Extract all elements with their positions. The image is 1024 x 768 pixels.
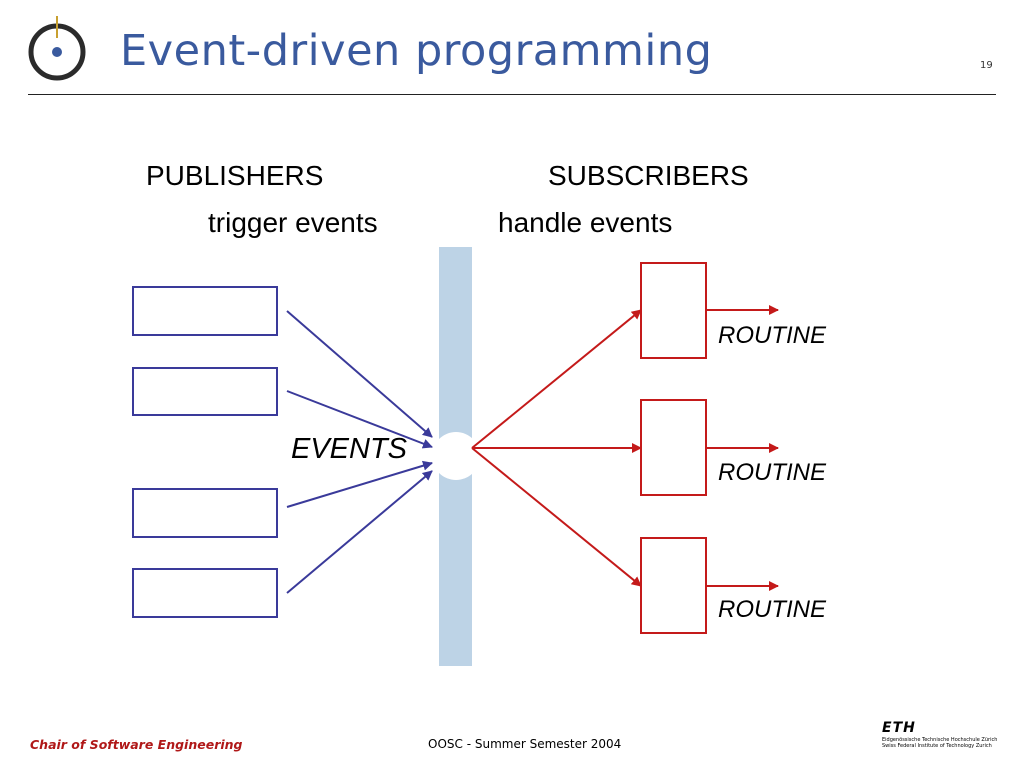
publisher-box bbox=[132, 488, 278, 538]
routine-label: ROUTINE bbox=[718, 459, 826, 486]
chair-logo bbox=[28, 16, 86, 81]
page-number: 19 bbox=[980, 60, 993, 71]
publisher-box bbox=[132, 367, 278, 416]
publisher-box bbox=[132, 568, 278, 618]
routine-label: ROUTINE bbox=[718, 596, 826, 623]
eth-logo-caption: Eidgenössische Technische Hochschule Zür… bbox=[882, 737, 1002, 749]
eth-caption-line: Swiss Federal Institute of Technology Zu… bbox=[882, 743, 992, 749]
publisher-arrow bbox=[286, 390, 433, 449]
publisher-box bbox=[132, 286, 278, 336]
publisher-arrow bbox=[286, 470, 433, 594]
footer-course: OOSC - Summer Semester 2004 bbox=[428, 737, 622, 751]
event-hub bbox=[432, 432, 480, 480]
slide-title: Event-driven programming bbox=[120, 26, 713, 76]
publishers-label: PUBLISHERS bbox=[146, 160, 324, 191]
subscriber-box bbox=[640, 537, 707, 634]
subscribers-label: SUBSCRIBERS bbox=[548, 160, 749, 191]
subscribers-subtitle: handle events bbox=[498, 207, 673, 238]
subscriber-box bbox=[640, 262, 707, 359]
publishers-subtitle: trigger events bbox=[208, 207, 378, 238]
footer-chair: Chair of Software Engineering bbox=[30, 737, 243, 752]
subscriber-arrow bbox=[471, 309, 642, 449]
eth-logo: ETH bbox=[882, 720, 916, 736]
publisher-arrow bbox=[286, 310, 433, 438]
publisher-arrow bbox=[286, 460, 433, 508]
title-divider bbox=[28, 94, 996, 95]
events-label: EVENTS bbox=[291, 433, 408, 465]
subscriber-box bbox=[640, 399, 707, 496]
subscriber-arrow bbox=[471, 447, 642, 587]
routine-label: ROUTINE bbox=[718, 322, 826, 349]
logo-dot bbox=[52, 47, 62, 57]
eth-caption-line: Eidgenössische Technische Hochschule Zür… bbox=[882, 737, 998, 743]
